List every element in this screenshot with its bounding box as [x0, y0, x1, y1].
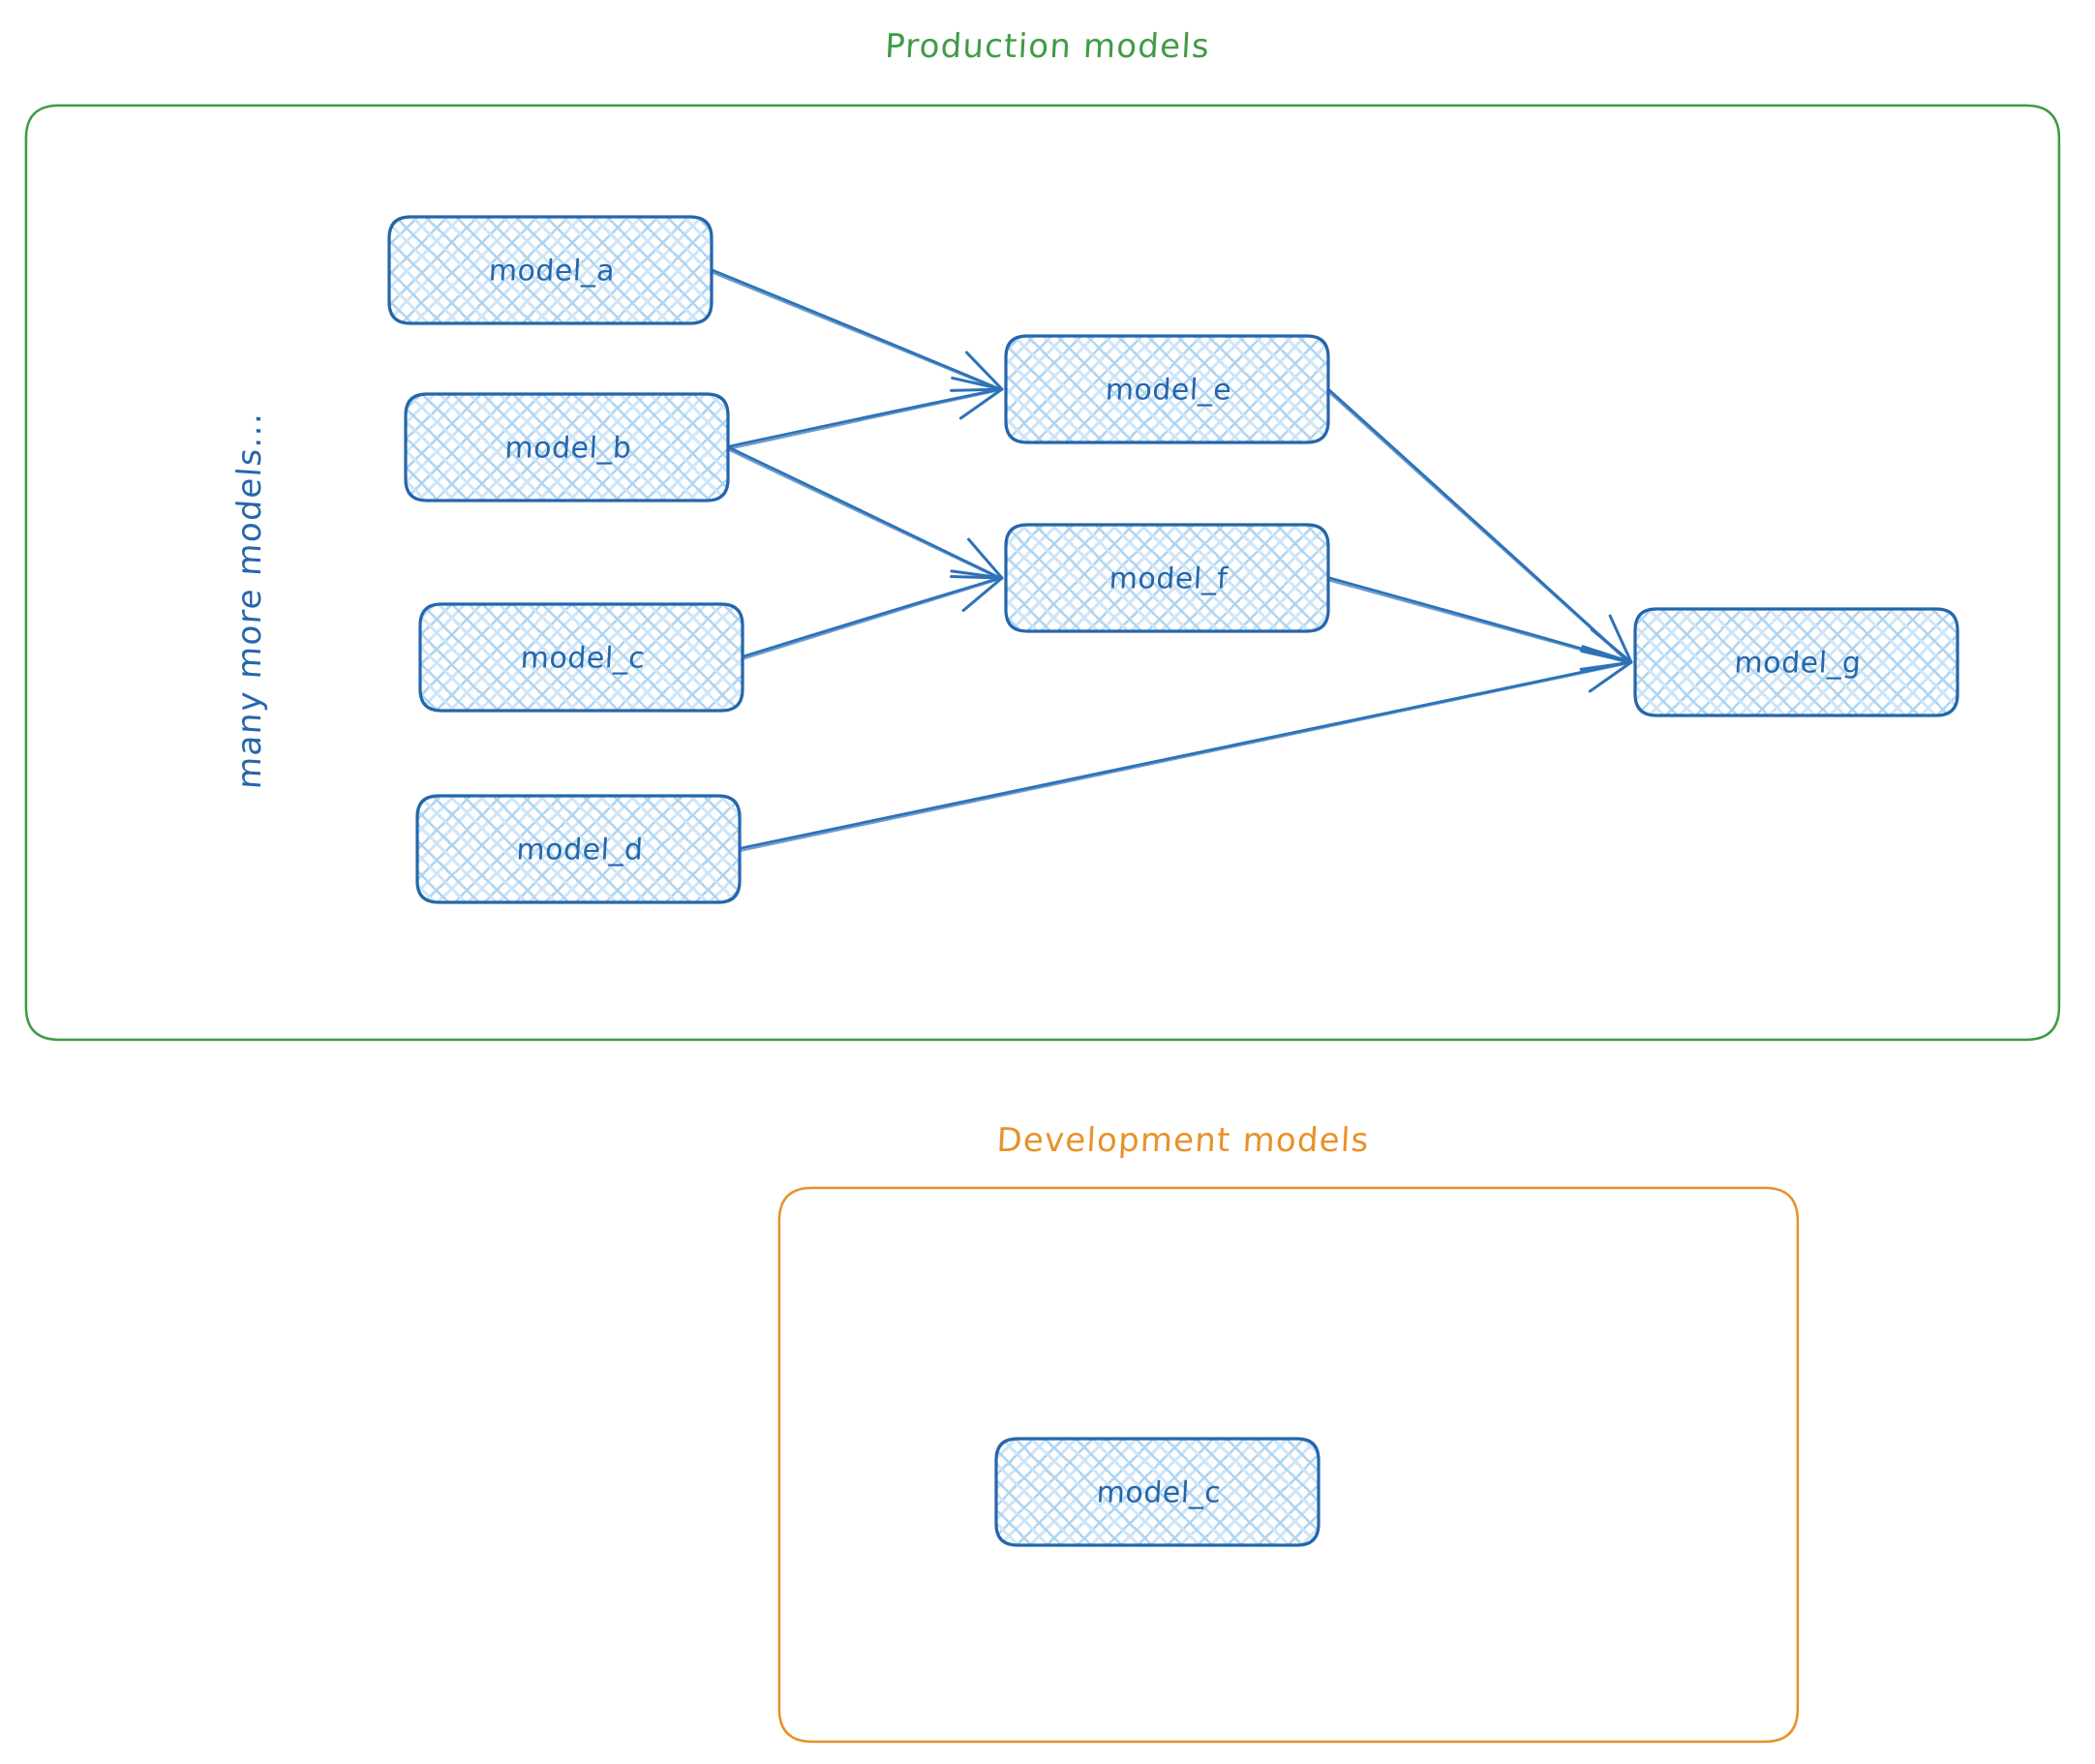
node-model_c_dev[interactable]: [994, 1437, 1321, 1547]
edge-layer: [710, 268, 1633, 853]
edge-model_b-to-model_f: [726, 445, 1004, 581]
group-box-production: [24, 104, 2061, 1042]
edge-model_d-to-model_g: [738, 649, 1633, 853]
node-model_b[interactable]: [404, 392, 730, 502]
edge-model_b-to-model_e: [726, 376, 1004, 451]
group-container-layer: [24, 104, 2061, 1744]
node-model_f[interactable]: [1004, 523, 1330, 633]
node-model_d[interactable]: [415, 794, 742, 904]
edge-model_c-to-model_f: [741, 569, 1004, 661]
group-box-development: [777, 1186, 1800, 1744]
node-model_a[interactable]: [387, 215, 714, 325]
node-model_c[interactable]: [418, 602, 744, 713]
node-layer: [387, 215, 1959, 1547]
node-model_e[interactable]: [1004, 334, 1330, 444]
edge-model_a-to-model_e: [710, 268, 1004, 392]
node-model_g[interactable]: [1633, 607, 1959, 717]
